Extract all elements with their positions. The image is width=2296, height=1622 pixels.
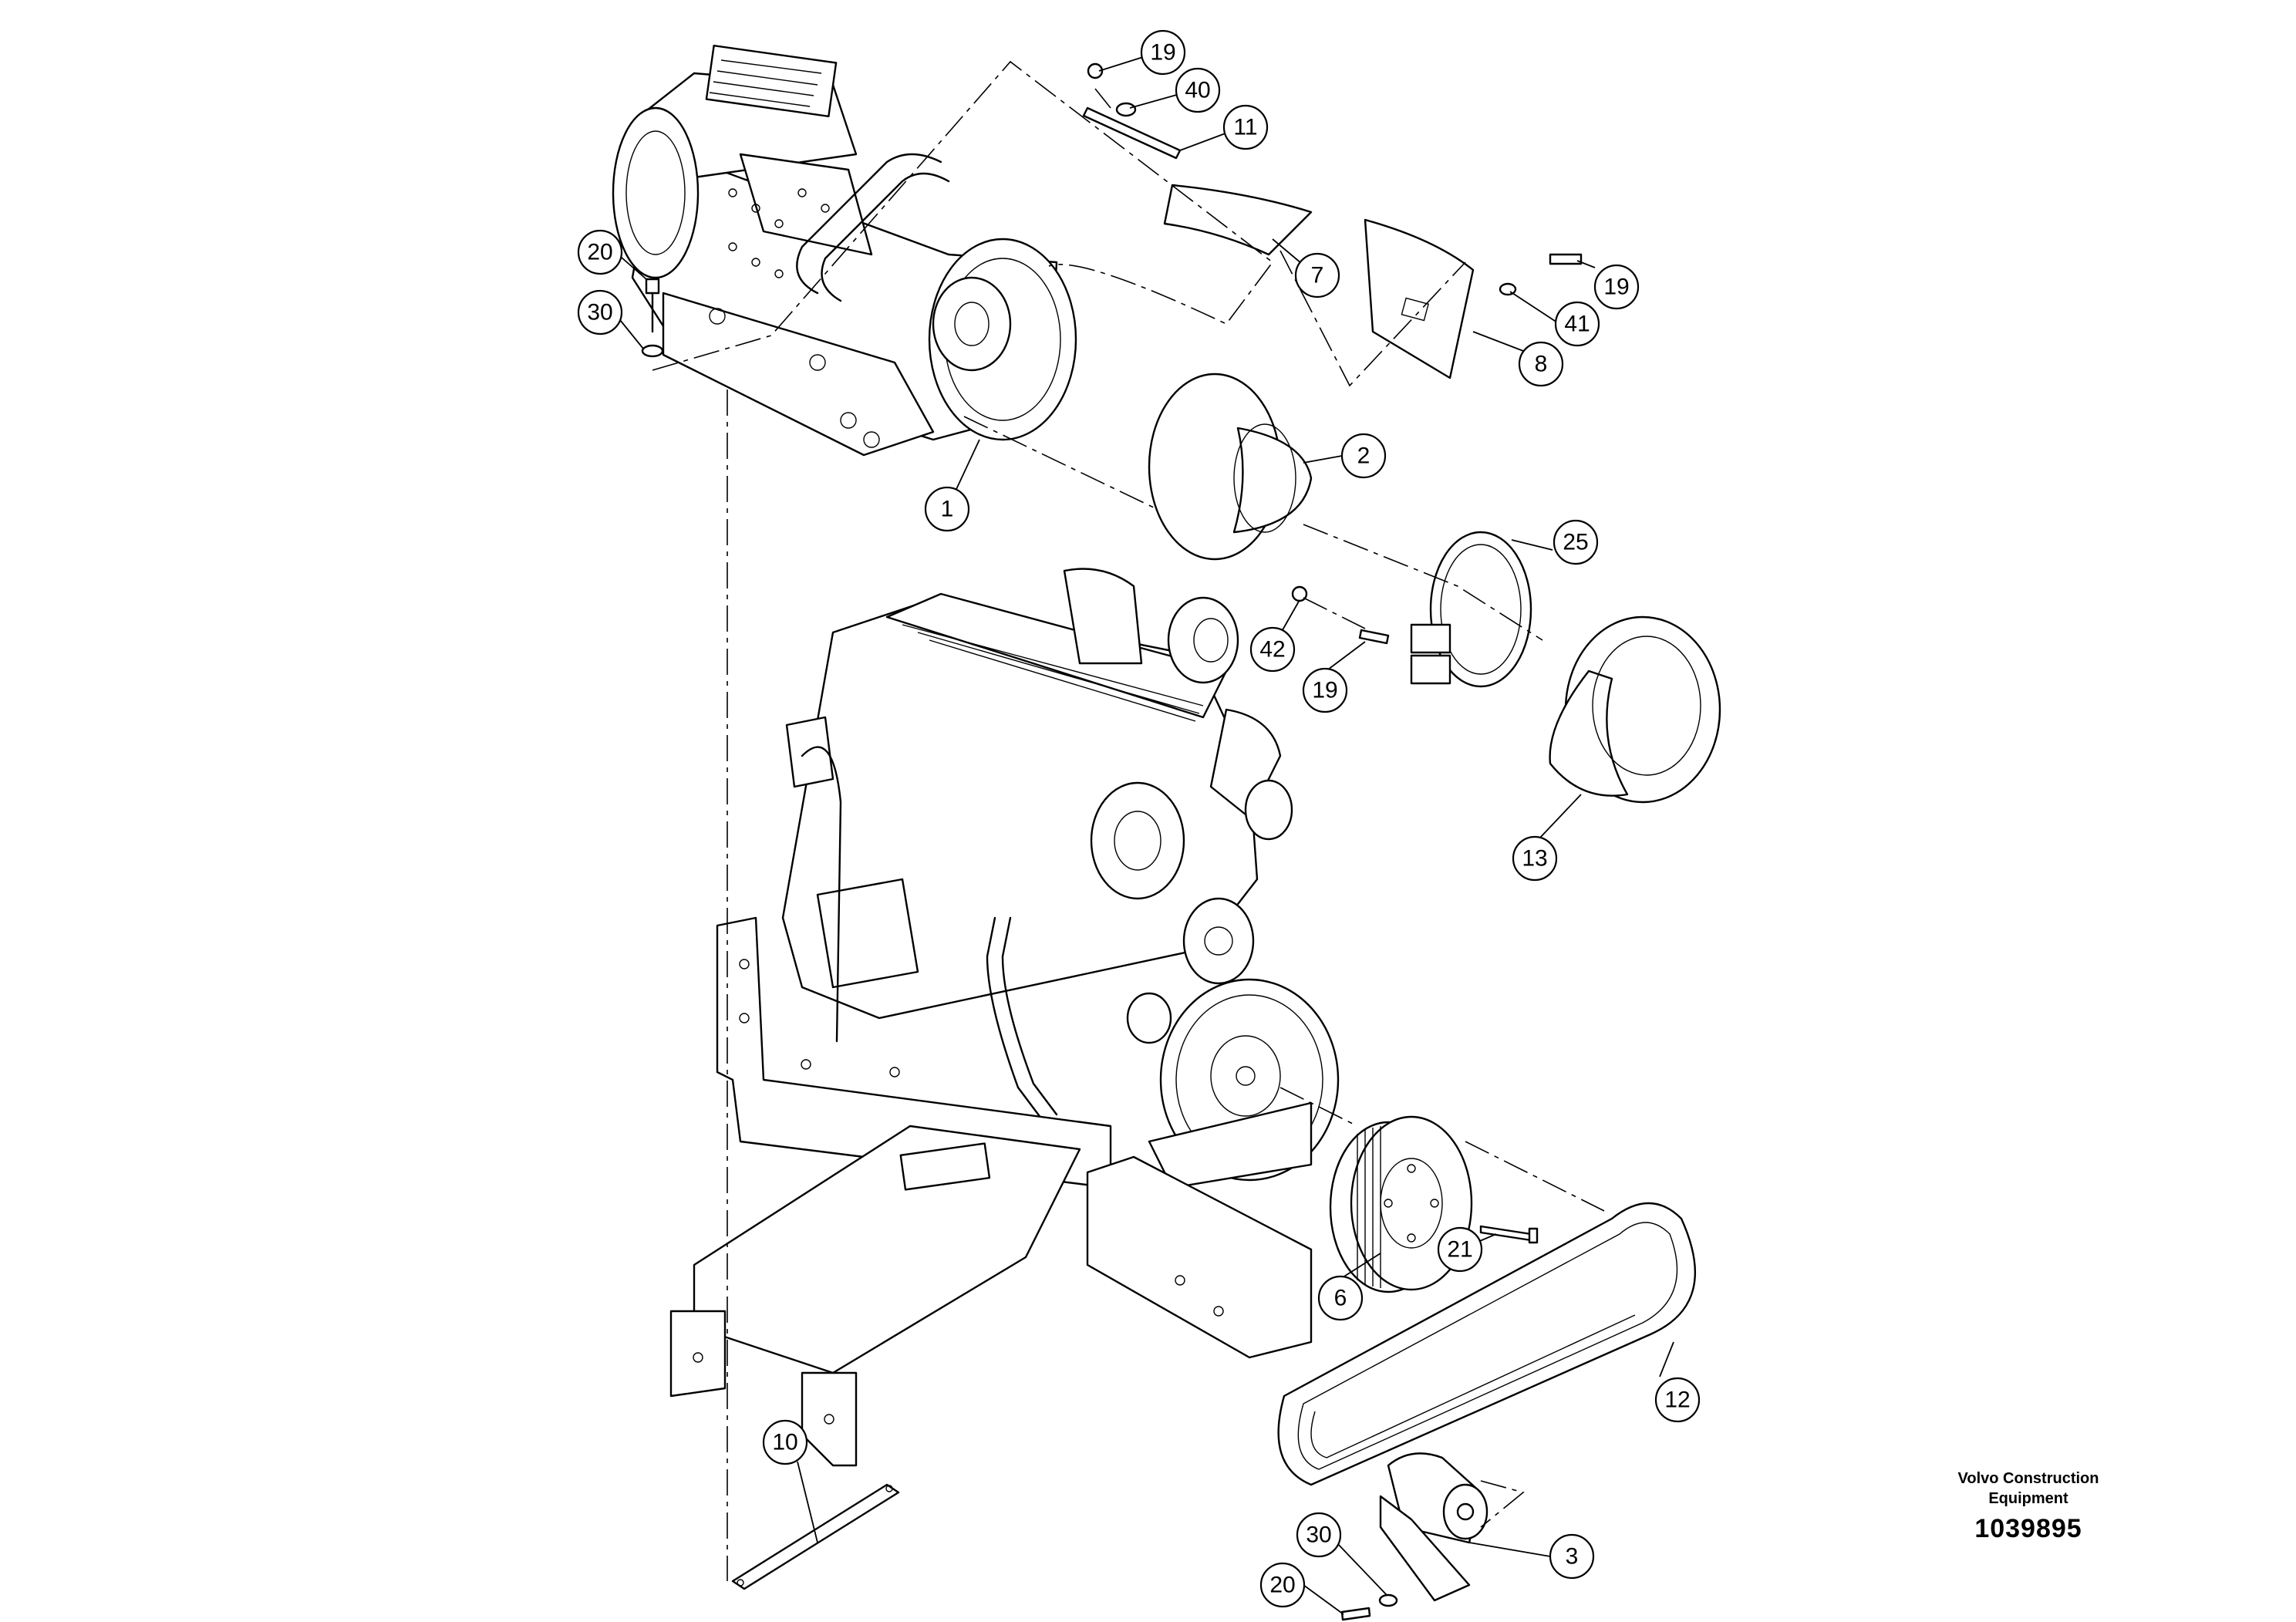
svg-text:30: 30 <box>1306 1523 1331 1548</box>
svg-text:21: 21 <box>1447 1237 1472 1263</box>
svg-text:41: 41 <box>1564 312 1590 337</box>
svg-text:19: 19 <box>1312 678 1337 703</box>
callout-10: 10 <box>762 1419 808 1465</box>
callout-2: 2 <box>1340 433 1387 479</box>
svg-text:25: 25 <box>1563 530 1588 555</box>
callout-30-lower: 30 <box>1296 1512 1342 1558</box>
belt-motor-drawing <box>1340 1452 1489 1621</box>
svg-text:12: 12 <box>1664 1388 1690 1413</box>
svg-text:8: 8 <box>1535 352 1548 377</box>
callout-8: 8 <box>1518 341 1564 387</box>
brand-line-2: Equipment <box>1988 1490 2068 1507</box>
cover-plates <box>1082 62 1583 379</box>
callout-41: 41 <box>1554 301 1600 347</box>
callout-12: 12 <box>1654 1377 1701 1423</box>
bolt-washer-upper-left <box>641 278 664 358</box>
svg-text:11: 11 <box>1233 115 1257 140</box>
callout-3: 3 <box>1549 1533 1595 1580</box>
drive-belt-drawing <box>1277 1202 1696 1486</box>
callout-7: 7 <box>1294 252 1340 298</box>
svg-text:20: 20 <box>587 240 612 265</box>
clamp-and-duct <box>1291 531 1721 804</box>
svg-text:2: 2 <box>1357 443 1371 469</box>
callout-20-upper: 20 <box>577 229 623 275</box>
svg-text:30: 30 <box>587 300 612 325</box>
generator-drawing <box>612 45 1077 457</box>
mounting-frame <box>669 1125 1313 1467</box>
svg-text:6: 6 <box>1334 1286 1347 1311</box>
callout-19-middle: 19 <box>1302 667 1348 713</box>
brand-line-1: Volvo Construction <box>1957 1470 2099 1487</box>
svg-text:40: 40 <box>1185 78 1210 103</box>
callout-40: 40 <box>1175 67 1221 113</box>
svg-text:20: 20 <box>1269 1573 1295 1598</box>
document-number: 1039895 <box>1974 1514 2082 1543</box>
svg-text:42: 42 <box>1259 637 1285 663</box>
callout-19-right: 19 <box>1593 264 1640 310</box>
callout-20-lower: 20 <box>1259 1562 1306 1608</box>
svg-text:1: 1 <box>941 497 954 522</box>
pulley-drawing <box>1329 1115 1539 1293</box>
callout-1: 1 <box>924 486 970 532</box>
svg-text:19: 19 <box>1603 275 1629 300</box>
callout-13: 13 <box>1512 835 1558 882</box>
assembly-lines <box>652 60 1605 1581</box>
callout-6: 6 <box>1317 1275 1364 1321</box>
svg-text:19: 19 <box>1150 40 1175 66</box>
callout-11: 11 <box>1222 104 1269 150</box>
callout-25: 25 <box>1553 519 1599 565</box>
svg-text:10: 10 <box>772 1430 797 1455</box>
engine-drawing <box>716 568 1340 1189</box>
callout-19-top: 19 <box>1140 29 1186 76</box>
svg-text:13: 13 <box>1522 846 1547 872</box>
svg-text:3: 3 <box>1566 1544 1579 1570</box>
callout-30-upper: 30 <box>577 289 623 336</box>
brand-caption: Volvo Construction Equipment <box>1882 1469 2175 1509</box>
adapter-ring-drawing <box>1148 373 1313 561</box>
callout-21: 21 <box>1437 1226 1483 1273</box>
svg-text:7: 7 <box>1311 263 1324 288</box>
callout-42: 42 <box>1249 626 1296 673</box>
